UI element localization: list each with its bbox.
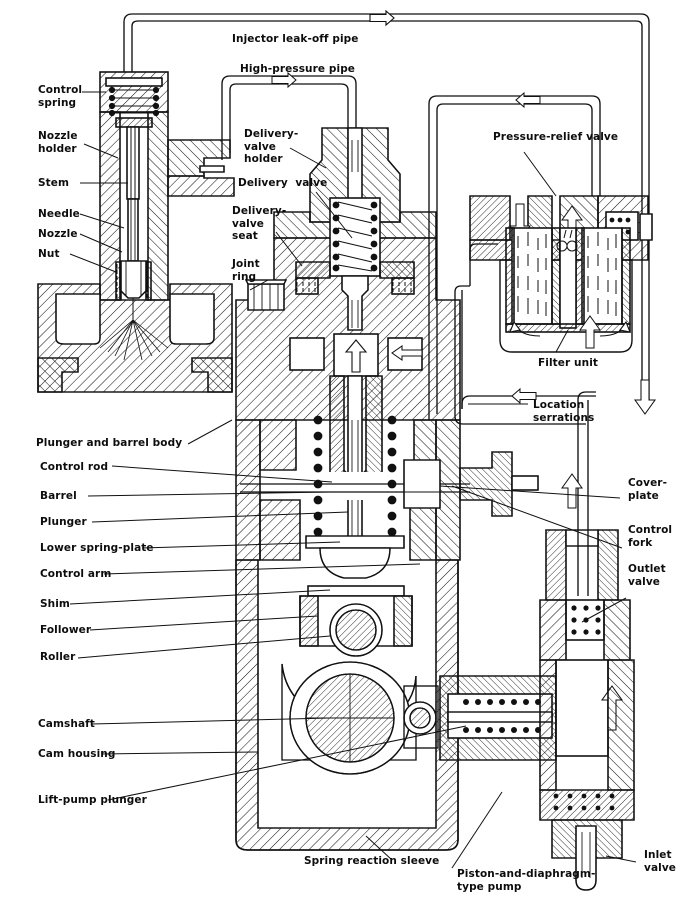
filter-element-left-media xyxy=(517,232,547,316)
flow-arrow-riser-up xyxy=(561,473,583,509)
flow-arrow-leak-off xyxy=(369,9,395,27)
label-filter-unit: Filter unit xyxy=(538,357,599,369)
control-fork-and-cover xyxy=(403,451,539,517)
label-roller: Roller xyxy=(40,651,76,663)
delivery-valve-seat xyxy=(295,261,415,279)
label-needle: Needle xyxy=(38,208,80,220)
flow-arrow-filter-inlet-up xyxy=(579,315,601,349)
pump-head-body xyxy=(235,197,461,421)
outlet-valve-spring xyxy=(571,605,601,635)
label-cover-plate: Cover- plate xyxy=(628,477,668,502)
label-control-rod: Control rod xyxy=(40,461,109,473)
flow-arrow-filter-sweep-left xyxy=(509,320,541,337)
label-cam-housing: Cam housing xyxy=(38,748,116,760)
lower-spring-plate xyxy=(305,535,405,579)
pipe-gallery-outer xyxy=(428,95,601,420)
label-nozzle-holder: Nozzle holder xyxy=(38,130,78,155)
filter-centre-flow xyxy=(556,229,578,252)
label-plunger-and-barrel-body: Plunger and barrel body xyxy=(36,437,183,449)
pipe-outlet-riser xyxy=(561,391,596,596)
label-lift-pump-plunger: Lift-pump plunger xyxy=(38,794,147,806)
label-control-arm: Control arm xyxy=(40,568,112,580)
lift-pump-assembly xyxy=(439,529,635,891)
label-delivery-valve-holder: Delivery- valve holder xyxy=(244,128,299,165)
camshaft-and-cam xyxy=(281,661,439,775)
label-plunger: Plunger xyxy=(40,516,87,528)
label-outlet-valve: Outlet valve xyxy=(628,563,666,588)
label-follower: Follower xyxy=(40,624,92,636)
label-delivery-valve-seat: Delivery- valve seat xyxy=(232,205,287,242)
control-spring-coils xyxy=(108,86,160,117)
label-inlet-valve: Inlet valve xyxy=(644,849,676,874)
label-nut: Nut xyxy=(38,248,60,260)
label-control-spring: Control spring xyxy=(38,84,83,109)
label-injector-leak-off-pipe: Injector leak-off pipe xyxy=(232,33,359,45)
inlet-valve-spring xyxy=(553,793,615,811)
label-stem: Stem xyxy=(38,177,70,189)
barrel-and-plunger xyxy=(329,375,383,541)
joint-ring-detached xyxy=(244,279,288,311)
flow-arrow-high-pressure xyxy=(271,71,297,89)
label-camshaft: Camshaft xyxy=(38,718,95,730)
label-location-serrations: Location serrations xyxy=(533,399,595,424)
label-piston-and-diaphragm-pump: Piston-and-diaphragm- type pump xyxy=(457,868,596,893)
label-lower-spring-plate: Lower spring-plate xyxy=(40,542,154,554)
plunger-return-spring xyxy=(313,415,397,537)
flow-arrow-filter-sweep-right xyxy=(599,320,631,337)
label-nozzle: Nozzle xyxy=(38,228,78,240)
joint-ring xyxy=(295,277,415,295)
injector-needle xyxy=(127,198,139,262)
label-pressure-relief-valve: Pressure-relief valve xyxy=(493,131,619,143)
label-shim: Shim xyxy=(40,598,70,610)
label-joint-ring: Joint ring xyxy=(232,258,260,283)
pipe-supply-right xyxy=(633,379,657,415)
cam-housing xyxy=(235,559,459,851)
pipe-return-lower xyxy=(461,387,596,409)
leader-lines xyxy=(69,91,637,869)
label-spring-reaction-sleeve: Spring reaction sleeve xyxy=(304,855,440,867)
flow-arrow-gallery-return xyxy=(515,91,541,109)
filter-element-right-media xyxy=(587,232,617,316)
flow-arrow-return-left xyxy=(511,387,537,405)
delivery-valve-spring xyxy=(332,201,378,272)
label-barrel: Barrel xyxy=(40,490,77,502)
label-control-fork: Control fork xyxy=(628,524,673,549)
flow-arrow-feed-left xyxy=(391,344,423,362)
tappet-follower-assembly xyxy=(299,585,413,657)
spray-pattern xyxy=(99,319,169,361)
injector-nozzle-holder xyxy=(99,62,235,320)
flow-arrow-barrel-feed-up xyxy=(344,339,368,373)
label-high-pressure-pipe: High-pressure pipe xyxy=(240,63,356,75)
injector-stem xyxy=(126,126,140,200)
delivery-valve-element xyxy=(341,275,369,331)
injector-nozzle-tip xyxy=(119,260,148,320)
label-delivery-valve: Delivery valve xyxy=(238,177,328,189)
flow-arrow-supply-down xyxy=(633,379,657,415)
engine-head-casting xyxy=(37,283,233,393)
filter-unit xyxy=(499,227,633,353)
